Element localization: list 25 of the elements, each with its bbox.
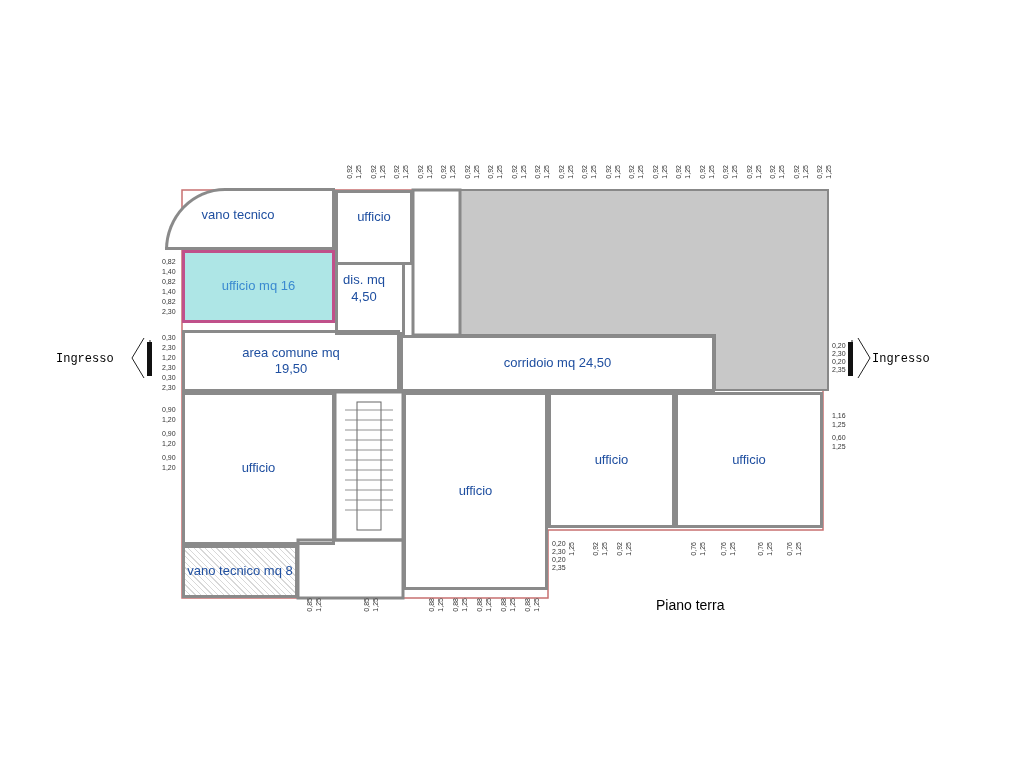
room-area — [403, 392, 548, 590]
room-area — [165, 188, 335, 250]
room-label: corridoio mq 24,50 — [503, 355, 612, 372]
room-label: ufficio — [357, 209, 391, 226]
room-area — [182, 392, 335, 545]
room-area — [675, 392, 823, 528]
room-area — [182, 250, 335, 323]
room-label: area comune mq 19,50 — [241, 344, 341, 378]
entrance-label: Ingresso — [56, 352, 114, 366]
entrance-label: Ingresso — [872, 352, 930, 366]
room-area — [335, 262, 405, 335]
room-label: ufficio — [458, 482, 493, 500]
room-label: vano tecnico mq 8 — [187, 563, 293, 580]
room-label: dis. mq 4,50 — [342, 272, 386, 305]
room-area — [182, 330, 400, 392]
room-area — [182, 545, 298, 598]
room-label: ufficio — [732, 451, 766, 469]
floor-title: Piano terra — [656, 597, 725, 613]
room-label: ufficio mq 16 — [221, 278, 296, 295]
room-label: vano tecnico — [201, 206, 275, 224]
room-area — [548, 392, 675, 528]
room-area — [335, 190, 413, 265]
room-area — [400, 335, 715, 392]
room-label: ufficio — [594, 451, 629, 469]
room-label: ufficio — [241, 460, 276, 477]
